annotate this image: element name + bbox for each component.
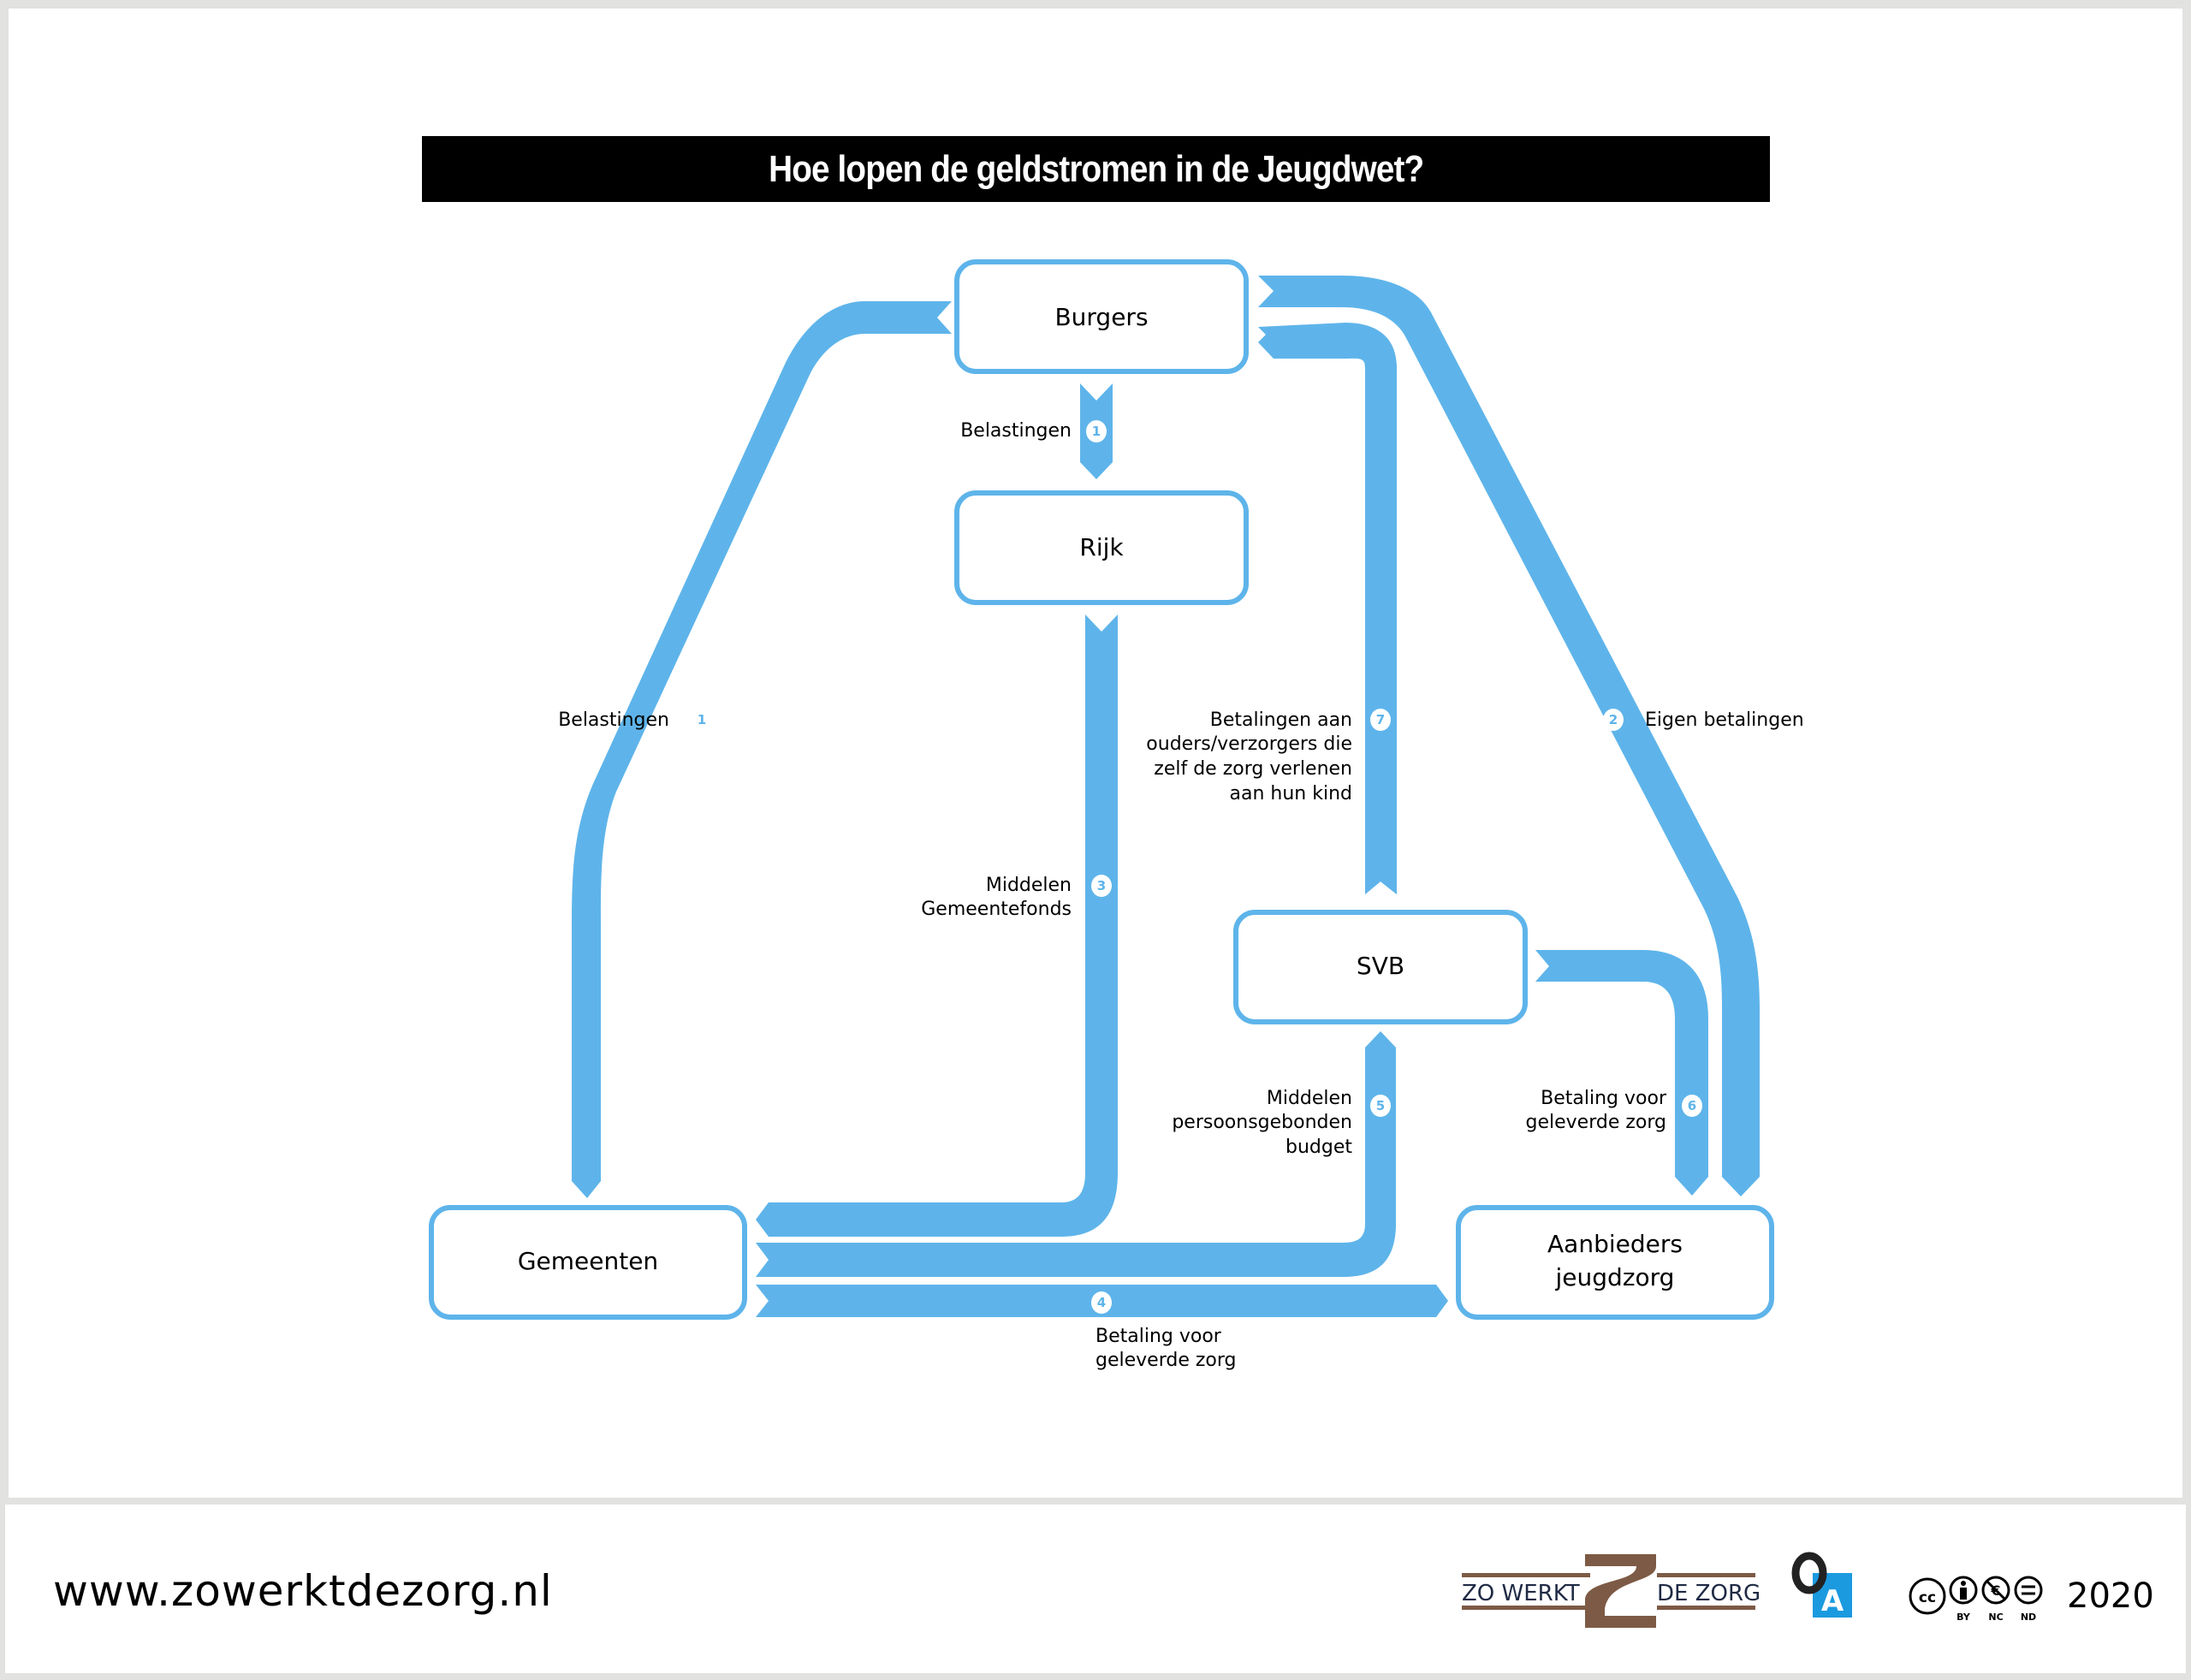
node-label-aanbieders-2: jeugdzorg: [1555, 1263, 1675, 1291]
node-rijk: [954, 490, 1249, 605]
flow-label-svb-burgers-3: zelf de zorg verlenen: [1154, 758, 1352, 780]
node-gemeenten: [429, 1205, 747, 1320]
svg-text:3: 3: [1097, 878, 1106, 893]
flow-arrow-svb-aanbieders: [1535, 950, 1708, 1196]
svg-text:cc: cc: [1919, 1589, 1936, 1606]
flow-arrow-gemeenten-svb: [756, 1031, 1396, 1277]
copyright-year: 2020: [2067, 1576, 2154, 1616]
flow-label-gemeentefonds-2: Gemeentefonds: [921, 899, 1072, 920]
node-burgers: [954, 259, 1249, 374]
logo-text-zo-werkt: ZO WERKT: [1462, 1581, 1580, 1606]
node-aanbieders: [1456, 1205, 1774, 1320]
node-svb: [1233, 910, 1528, 1024]
badge-flow-1b: 1: [692, 709, 712, 731]
flow-label-betaling-4-2: geleverde zorg: [1096, 1350, 1236, 1371]
flow-label-pgb-2: persoonsgebonden: [1172, 1112, 1352, 1133]
svg-text:5: 5: [1376, 1098, 1385, 1113]
flow-label-burgers-gemeenten: Belastingen: [558, 709, 669, 731]
flow-label-eigen-betalingen: Eigen betalingen: [1645, 709, 1804, 731]
cc-icon: cc: [1909, 1577, 1946, 1615]
badge-flow-7: 7: [1370, 709, 1391, 731]
svg-text:7: 7: [1376, 712, 1385, 727]
flow-label-burgers-rijk: Belastingen: [960, 420, 1072, 442]
flow-label-betaling-4-1: Betaling voor: [1096, 1326, 1222, 1347]
flow-label-svb-burgers-2: ouders/verzorgers die: [1146, 733, 1352, 755]
flow-label-svb-burgers-4: aan hun kind: [1230, 783, 1352, 804]
flow-label-pgb-1: Middelen: [1267, 1088, 1352, 1109]
svg-text:4: 4: [1097, 1295, 1106, 1310]
badge-flow-3: 3: [1091, 875, 1112, 897]
zowerktdezorg-logo: ZO WERKT DE ZORG: [1462, 1554, 1761, 1628]
svg-text:1: 1: [1092, 424, 1101, 439]
badge-flow-6: 6: [1682, 1095, 1702, 1117]
flow-label-betaling-6-1: Betaling voor: [1541, 1088, 1667, 1109]
cc-by-icon: BY: [1949, 1576, 1978, 1623]
svg-text:2: 2: [1609, 712, 1618, 727]
flow-arrow-rijk-gemeenten: [756, 614, 1118, 1237]
svg-text:1: 1: [698, 712, 706, 727]
cc-nc-icon: € NC: [1981, 1576, 2010, 1623]
title-bar: Hoe lopen de geldstromen in de Jeugdwet?: [422, 136, 1770, 202]
node-label-burgers: Burgers: [1054, 303, 1148, 331]
flow-label-pgb-3: budget: [1286, 1137, 1352, 1158]
cc-nd-icon: ND: [2014, 1576, 2043, 1623]
badge-flow-2: 2: [1603, 709, 1624, 731]
node-label-rijk: Rijk: [1079, 533, 1124, 561]
node-label-gemeenten: Gemeenten: [518, 1247, 658, 1275]
badge-flow-5: 5: [1370, 1095, 1391, 1117]
oa-logo: A: [1791, 1552, 1852, 1618]
flow-label-betaling-6-2: geleverde zorg: [1526, 1112, 1666, 1133]
cc-license-icons: cc BY € NC ND: [1909, 1576, 2043, 1623]
badge-flow-1a: 1: [1086, 420, 1107, 442]
svg-text:BY: BY: [1956, 1612, 1971, 1623]
svg-text:NC: NC: [1988, 1612, 2003, 1623]
svg-text:ND: ND: [2021, 1612, 2036, 1623]
flow-label-gemeentefonds-1: Middelen: [986, 875, 1072, 896]
flow-label-svb-burgers-1: Betalingen aan: [1210, 709, 1352, 731]
flow-arrow-svb-burgers-head: [1258, 327, 1397, 894]
logo-text-de-zorg: DE ZORG: [1657, 1581, 1761, 1606]
svg-text:6: 6: [1688, 1098, 1696, 1113]
website-link[interactable]: www.zowerktdezorg.nl: [53, 1566, 553, 1616]
oa-logo-letter: A: [1821, 1584, 1844, 1618]
svg-text:€: €: [1990, 1582, 2000, 1599]
flow-arrow-burgers-gemeenten: [572, 301, 952, 1198]
badge-flow-4: 4: [1091, 1291, 1112, 1314]
node-label-aanbieders-1: Aanbieders: [1547, 1230, 1683, 1258]
node-label-svb: SVB: [1357, 952, 1404, 980]
page-title: Hoe lopen de geldstromen in de Jeugdwet?: [768, 147, 1424, 190]
